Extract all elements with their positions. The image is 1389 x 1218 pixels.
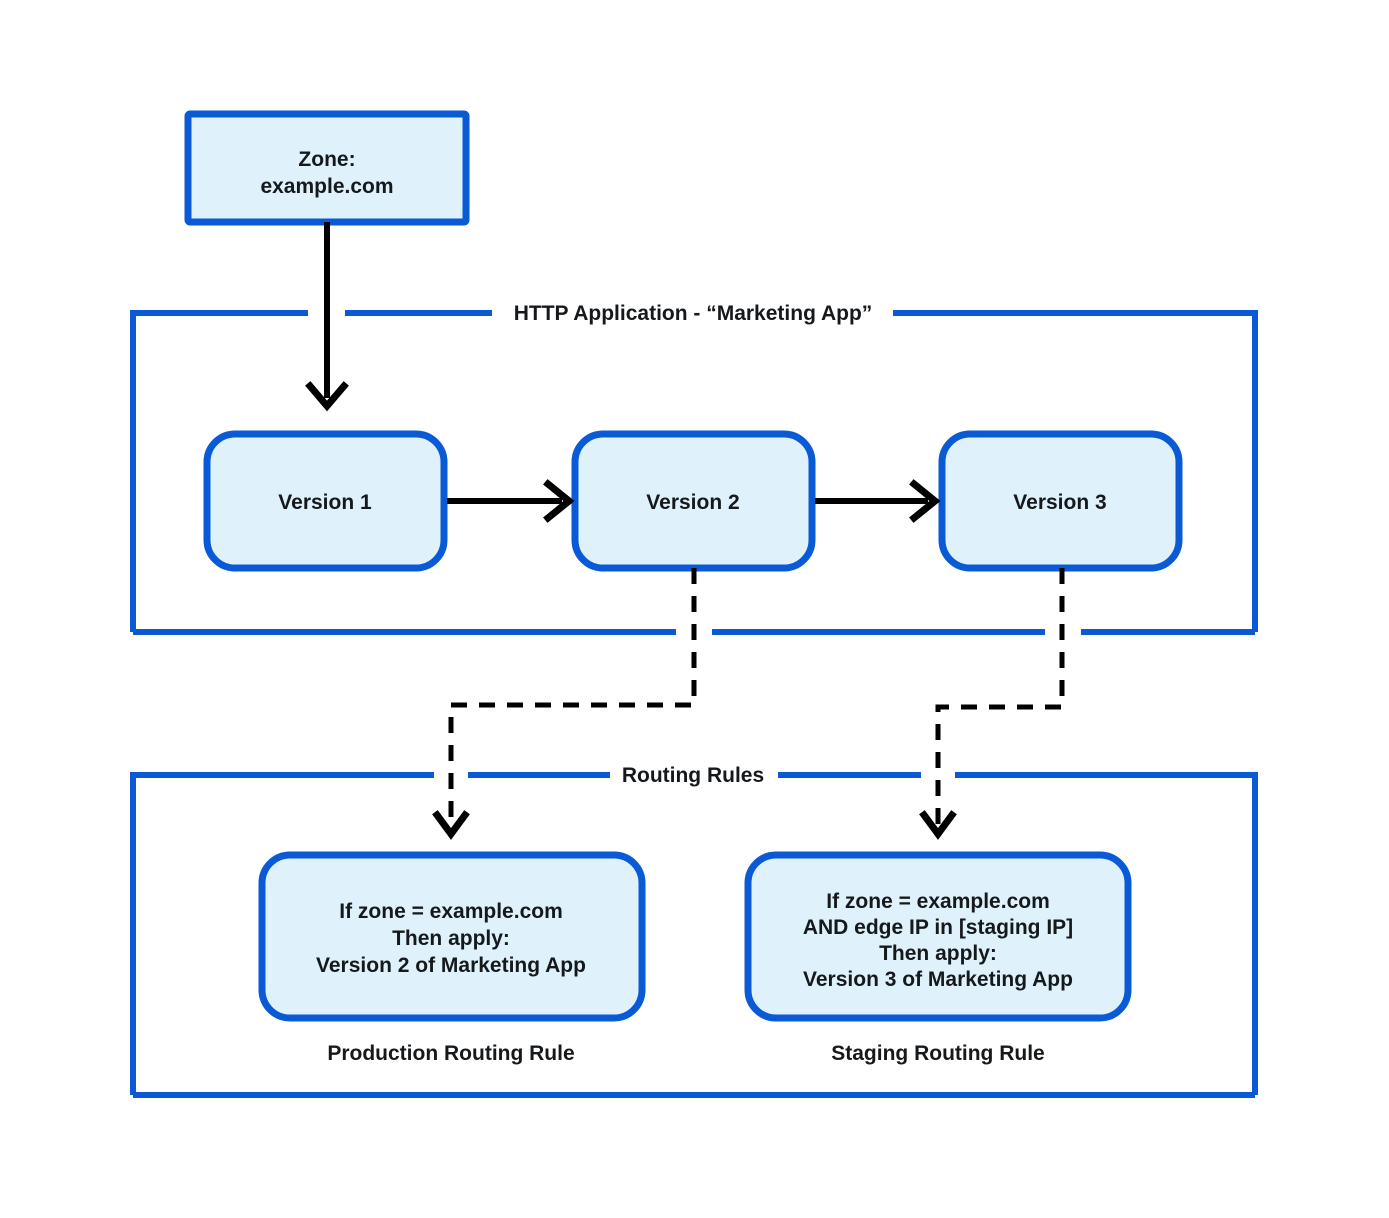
staging-rule-line-4: Version 3 of Marketing App — [803, 968, 1073, 991]
connector-version1-to-version2 — [447, 479, 575, 523]
connector-version3-to-staging-rule — [919, 568, 1065, 840]
zone-box[interactable]: Zone: example.com — [184, 110, 470, 226]
version-2-label: Version 2 — [646, 491, 739, 514]
connector-v2-production-path — [448, 568, 697, 826]
arrow-head-right-version3 — [909, 479, 941, 523]
version-3-label: Version 3 — [1013, 491, 1106, 514]
connector-zone-to-version1 — [305, 222, 349, 412]
connector-v3-staging-path — [935, 568, 1065, 826]
staging-rule-box-shape — [744, 851, 1132, 1022]
routing-rules-group-label: Routing Rules — [622, 764, 764, 787]
zone-box-line2: example.com — [260, 175, 393, 198]
http-application-group-label: HTTP Application - “Marketing App” — [514, 302, 873, 325]
arrow-head-down-production-rule — [432, 810, 470, 840]
zone-box-line1: Zone: — [298, 148, 355, 171]
production-rule-line-3: Version 2 of Marketing App — [316, 954, 586, 977]
app-frame-right-edge — [893, 310, 1258, 632]
staging-rule-line-3: Then apply: — [879, 942, 997, 965]
version-1-box-shape — [203, 430, 448, 572]
version-1-box[interactable]: Version 1 — [203, 430, 448, 572]
arrow-head-right-version2 — [543, 479, 575, 523]
production-rule-box-shape — [258, 851, 646, 1022]
arrow-head-down-version1 — [305, 381, 349, 412]
routing-rules-group-frame — [130, 772, 1258, 1098]
staging-routing-rule-caption: Staging Routing Rule — [831, 1042, 1044, 1065]
staging-rule-line-2: AND edge IP in [staging IP] — [803, 916, 1073, 939]
routing-frame-left-edge — [130, 772, 434, 1095]
connector-version2-to-version3 — [815, 479, 941, 523]
version-3-box[interactable]: Version 3 — [938, 430, 1183, 572]
production-routing-rule-box[interactable]: If zone = example.com Then apply: Versio… — [258, 851, 646, 1022]
staging-rule-line-1: If zone = example.com — [826, 890, 1050, 913]
version-2-box[interactable]: Version 2 — [571, 430, 816, 572]
app-frame-left-edge — [130, 310, 308, 632]
arrow-head-down-staging-rule — [919, 810, 957, 840]
version-1-label: Version 1 — [278, 491, 372, 514]
http-application-group-frame — [130, 310, 1258, 635]
production-rule-line-1: If zone = example.com — [339, 900, 563, 923]
routing-frame-right-edge — [955, 772, 1258, 1095]
production-rule-line-2: Then apply: — [392, 927, 510, 950]
staging-routing-rule-box[interactable]: If zone = example.com AND edge IP in [st… — [744, 851, 1132, 1022]
production-routing-rule-caption: Production Routing Rule — [327, 1042, 574, 1065]
connector-version2-to-production-rule — [432, 568, 697, 840]
